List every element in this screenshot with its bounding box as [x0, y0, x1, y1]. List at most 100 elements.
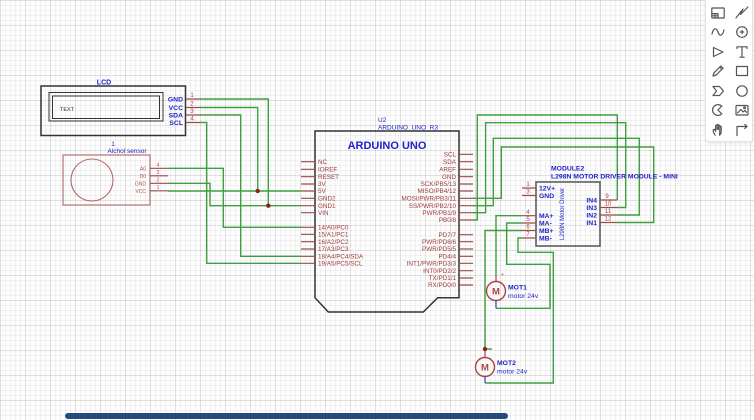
- frame-sheet-icon[interactable]: [709, 4, 727, 22]
- pin-label: 15/A1/PC1: [318, 232, 349, 239]
- pin-number: 3: [526, 190, 530, 196]
- pin-label: GND: [168, 96, 183, 103]
- wire-pin8-in4: [473, 114, 618, 221]
- drag-hand-icon[interactable]: [709, 121, 727, 139]
- pin-label: MOSI/PWR/PB3/11: [402, 196, 457, 203]
- wire-pin9-in3: [473, 122, 627, 214]
- motor-designator: MOT2: [497, 360, 516, 367]
- motor-plus-mark: +: [501, 272, 504, 278]
- junction-dot: [266, 203, 271, 208]
- pin-number: 10: [605, 202, 612, 208]
- pin-number: 9: [605, 194, 609, 200]
- pin-label: INT1/PWR/PD3/3: [407, 261, 457, 268]
- pin-label: 5V: [318, 188, 327, 195]
- pin-number: 2: [157, 177, 160, 183]
- rectangle-icon[interactable]: [733, 62, 751, 80]
- pin-label: PD7/7: [438, 232, 456, 239]
- pin-label: TX/PD1/1: [429, 275, 457, 282]
- wires[interactable]: [168, 98, 655, 384]
- pin-label: PWR/PB1/9: [422, 210, 456, 217]
- pin-label: IN4: [586, 197, 597, 204]
- arduino-title: ARDUINO UNO: [348, 140, 427, 152]
- pin-number: 3: [157, 170, 160, 176]
- motor1-component[interactable]: M + MOT1 motor 24v: [485, 272, 539, 309]
- pin-number: 5: [526, 217, 530, 223]
- wire-mb-plus-mot2: [484, 229, 522, 352]
- module-right-stubs: [600, 199, 617, 224]
- pin-label: 18/A4/PC4/SDA: [318, 254, 364, 261]
- wire-sensor-a0: [168, 167, 301, 228]
- polyline-icon[interactable]: [733, 121, 751, 139]
- junction-dots: [255, 188, 488, 352]
- arduino-right-stubs: [459, 153, 473, 286]
- pencil-icon[interactable]: [709, 62, 727, 80]
- lcd-component[interactable]: LCD TEXT GND VCC SDA SCL 1 2 3 4: [40, 80, 200, 137]
- pin-number: 3: [190, 109, 194, 115]
- sensor-label: Alchol sensor: [107, 148, 147, 155]
- pin-label: 17/A3/PC3: [318, 246, 349, 253]
- pin-number: 1: [157, 185, 160, 191]
- pin-label: A0: [140, 167, 146, 173]
- arrowhead-icon[interactable]: [709, 43, 727, 61]
- motor-value: motor 24v: [508, 293, 539, 300]
- ellipse-icon[interactable]: [733, 82, 751, 100]
- pin-label: RESET: [318, 174, 339, 181]
- wire-icon[interactable]: [733, 4, 751, 22]
- pin-label: IN2: [586, 212, 597, 219]
- pin-label: 16/A2/PC2: [318, 239, 349, 246]
- motor-symbol: M: [492, 287, 500, 298]
- text-icon[interactable]: [733, 43, 751, 61]
- wire-lcd-gnd: [200, 98, 269, 206]
- arc-circle-icon[interactable]: [733, 23, 751, 41]
- pin-label: VCC: [169, 105, 183, 112]
- pin-label: MA+: [539, 213, 554, 220]
- pie-arc-icon[interactable]: [709, 101, 727, 119]
- junction-dot: [255, 188, 260, 194]
- arduino-designator: U2: [378, 117, 387, 124]
- sensor-designator: 1: [111, 141, 115, 148]
- pin-label: GND2: [318, 196, 336, 203]
- arduino-component[interactable]: U2 ARDUINO_UNO_R3 ARDUINO UNO NC IOREF R…: [301, 117, 473, 313]
- pin-number: 11: [605, 209, 612, 215]
- pin-number: 4: [526, 210, 530, 216]
- image-icon[interactable]: [733, 101, 751, 119]
- pin-label: RX/PD0/0: [428, 282, 456, 289]
- pin-number: 4: [157, 162, 160, 168]
- pin-number: 1: [526, 182, 530, 188]
- horizontal-scrollbar-thumb[interactable]: [65, 413, 508, 419]
- wire-lcd-scl: [200, 121, 301, 264]
- module-part: L298N MOTOR DRIVER MODULE - MINI: [551, 174, 678, 181]
- lcd-label: LCD: [97, 80, 111, 87]
- motor-driver-component[interactable]: MODULE2 L298N MOTOR DRIVER MODULE - MINI…: [522, 166, 678, 247]
- motor2-component[interactable]: M MOT2 motor 24v: [474, 351, 528, 384]
- pin-label: D0: [140, 174, 147, 180]
- wire-pin10-in2: [473, 137, 640, 216]
- pin-label: PB0/8: [439, 217, 457, 224]
- alcohol-sensor-component[interactable]: 1 Alchol sensor A0 D0 GND VCC 4 3 2 1: [62, 141, 168, 206]
- drawing-toolbar: [705, 0, 753, 142]
- lcd-pin-stubs: [185, 98, 200, 124]
- bezier-curve-icon[interactable]: [709, 23, 727, 41]
- pin-label: 19/A5/PC5/SCL: [318, 261, 363, 268]
- pin-label: SCL: [444, 152, 457, 159]
- sensor-pin-stubs: [150, 167, 168, 192]
- pin-label: MB+: [539, 228, 554, 235]
- pin-label: 3V: [318, 181, 327, 188]
- pin-label: SCK/PB5/13: [421, 181, 457, 188]
- pin-label: GND: [135, 182, 147, 188]
- junction-dot: [482, 346, 488, 352]
- wire-ma-minus-mot1: [496, 222, 551, 309]
- pin-label: IN1: [586, 220, 597, 227]
- pin-label: SS/PWR/PB2/10: [409, 203, 457, 210]
- pin-label: PWR/PD5/5: [422, 246, 456, 253]
- pin-label: PD4/4: [438, 254, 456, 261]
- module-left-stubs: [522, 187, 536, 239]
- pin-number: 2: [190, 102, 194, 108]
- wire-ma-plus-mot1: [495, 215, 522, 275]
- pin-label: IOREF: [318, 167, 337, 174]
- wire-sensor-gnd: [168, 182, 301, 207]
- pin-label: INT0/PD2/2: [423, 268, 456, 275]
- polygon-icon[interactable]: [709, 82, 727, 100]
- pin-number: 7: [526, 232, 530, 238]
